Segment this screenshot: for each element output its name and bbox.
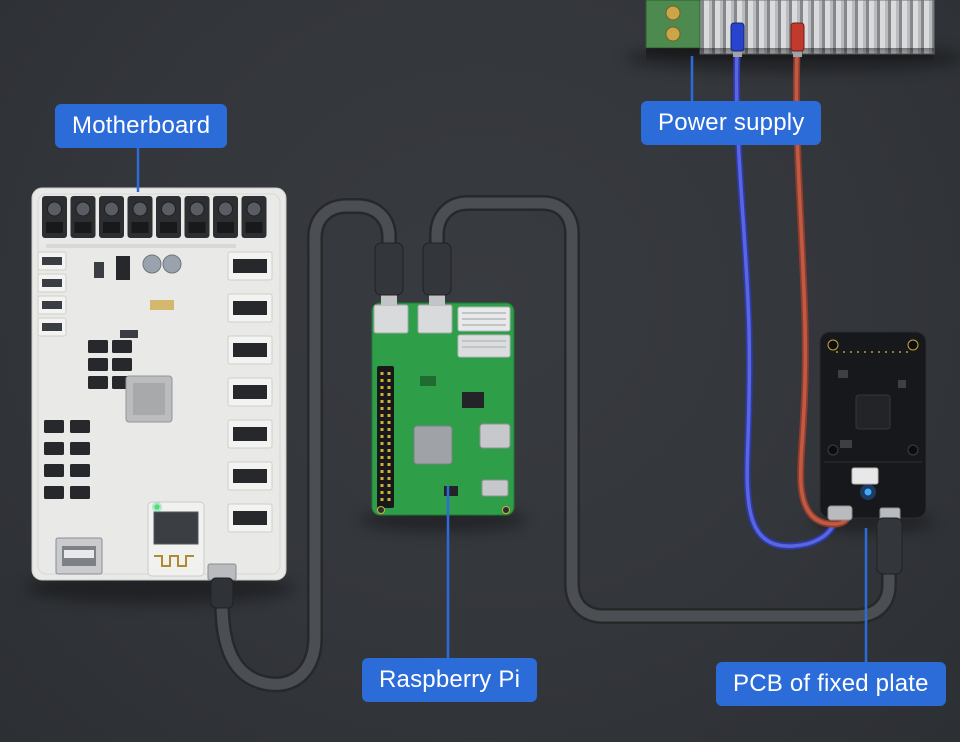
- red-power-wire: [792, 48, 853, 528]
- label-raspberry-pi: Raspberry Pi: [362, 658, 538, 702]
- usb-cable-pi-to-pcb: [429, 195, 897, 624]
- power-supply-unit: [645, 0, 935, 62]
- usb-cable-motherboard-to-pi: [214, 198, 397, 693]
- label-pcb-fixed-plate-text: PCB of fixed plate: [733, 670, 929, 697]
- callout-lines: [136, 56, 868, 664]
- label-motherboard: Motherboard: [55, 104, 228, 148]
- label-power-supply-text: Power supply: [658, 109, 805, 136]
- power-terminals: [730, 22, 805, 57]
- label-raspberry-pi-text: Raspberry Pi: [379, 666, 521, 693]
- fixed-plate-pcb: [819, 331, 927, 575]
- raspberry-pi-board: [371, 242, 515, 516]
- motherboard-board: [31, 187, 287, 609]
- blue-power-wire: [733, 48, 840, 550]
- label-pcb-fixed-plate: PCB of fixed plate: [716, 662, 946, 706]
- label-power-supply: Power supply: [641, 101, 822, 145]
- label-motherboard-text: Motherboard: [72, 112, 211, 139]
